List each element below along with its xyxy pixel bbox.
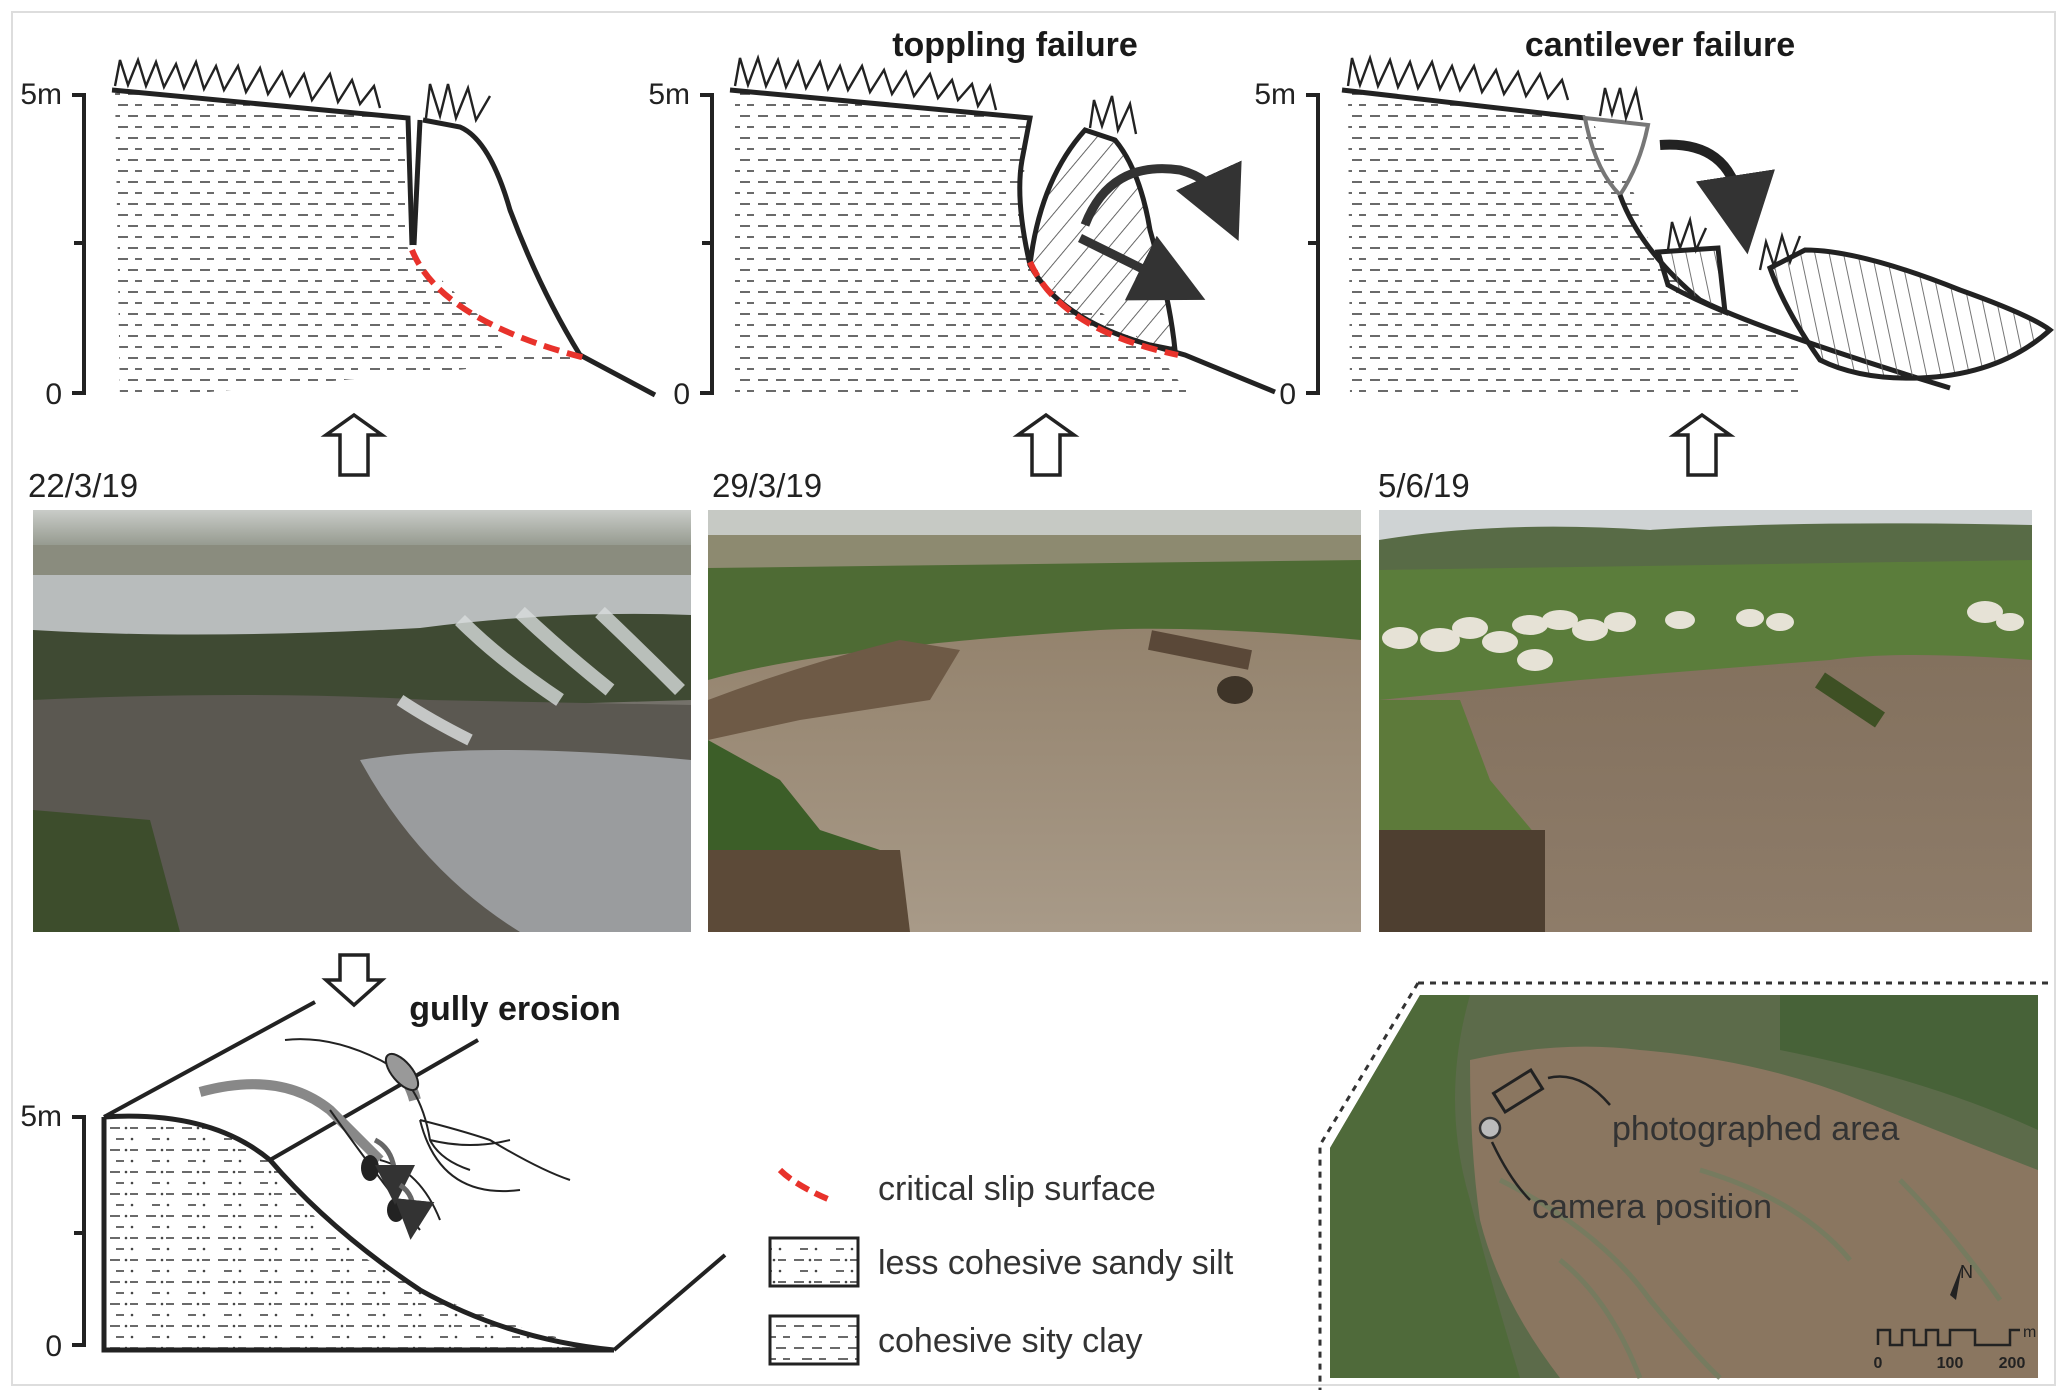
scale-unit: m	[2023, 1324, 2036, 1341]
panel-3-axis-bottom: 0	[1279, 378, 1296, 411]
panel-1-grass	[113, 56, 492, 124]
scale-tick-0: 0	[1874, 1355, 1883, 1372]
gully-axis-top: 5m	[20, 1100, 62, 1133]
photographed-area-marker	[1491, 1067, 1545, 1115]
panel-1-axis-top: 5m	[20, 78, 62, 111]
panel-2-date: 29/3/19	[712, 467, 822, 504]
up-arrow-3	[1668, 412, 1736, 477]
panel-3-grass	[1346, 54, 1802, 271]
camera-position-marker	[1478, 1116, 1502, 1140]
panel-3-axis-top: 5m	[1254, 78, 1296, 111]
photo-3	[1379, 510, 2032, 932]
panel-2-axis-top: 5m	[648, 78, 690, 111]
scale-bar: m 0 100 200	[1874, 1324, 2037, 1372]
gully-title: gully erosion	[409, 990, 621, 1028]
figure-border	[11, 11, 2056, 1386]
panel-2-rotation-arrow	[1080, 160, 1242, 241]
panel-2-slip-surface	[1027, 260, 1179, 358]
panel-1-axis: 5m 0	[20, 78, 86, 411]
sheep-group	[1382, 601, 2024, 671]
map-photographed-label: photographed area	[1612, 1110, 1899, 1148]
scale-tick-200: 200	[1999, 1355, 2026, 1372]
legend-item-clay: cohesive sity clay	[768, 1314, 1143, 1366]
panel-2-slide-arrow	[1078, 233, 1206, 301]
up-arrow-1	[320, 412, 388, 477]
legend-sandy-label: less cohesive sandy silt	[878, 1244, 1234, 1282]
panel-2-title: toppling failure	[892, 26, 1138, 64]
photo-1	[33, 510, 691, 932]
panel-2-axis: 5m 0	[648, 78, 714, 411]
panel-3-title: cantilever failure	[1525, 26, 1795, 64]
down-arrow	[321, 953, 387, 1008]
panel-3-axis: 5m 0	[1254, 78, 1320, 411]
scale-tick-100: 100	[1937, 1355, 1964, 1372]
panel-3-large-block	[1766, 247, 2054, 381]
panel-1-axis-bottom: 0	[45, 378, 62, 411]
gully-channels	[198, 1038, 571, 1240]
north-label: N	[1960, 1262, 1973, 1282]
panel-1-bank	[115, 90, 590, 400]
panel-3-diagram: cantilever failure 5m 0	[1254, 26, 2054, 411]
panel-1-date: 22/3/19	[28, 467, 138, 504]
panel-3-fall-arrow	[1659, 139, 1775, 255]
panel-2-grass	[733, 54, 1138, 135]
legend-item-sandy: less cohesive sandy silt	[768, 1236, 1234, 1288]
site-map: photographed area camera position N m 0 …	[1318, 981, 2052, 1390]
legend-slip-label: critical slip surface	[878, 1170, 1156, 1208]
up-arrow-2	[1012, 412, 1080, 477]
gully-axis: 5m 0	[20, 1100, 86, 1363]
legend-clay-label: cohesive sity clay	[878, 1322, 1143, 1360]
panel-3-date: 5/6/19	[1378, 467, 1470, 504]
panel-2-axis-bottom: 0	[673, 378, 690, 411]
panel-1-slip-surface	[409, 248, 586, 361]
panel-2-diagram: toppling failure 5m 0	[648, 26, 1276, 411]
legend-item-slip: critical slip surface	[777, 1167, 1156, 1208]
photo-2	[708, 510, 1361, 932]
map-camera-label: camera position	[1532, 1188, 1772, 1226]
north-arrow-icon: N	[1950, 1262, 1973, 1300]
gully-diagram: gully erosion 5m 0	[20, 990, 727, 1363]
legend: critical slip surface less cohesive sand…	[768, 1167, 1234, 1366]
panel-1-diagram: 5m 0	[20, 56, 657, 411]
gully-front-face	[104, 1117, 610, 1350]
panel-3-small-block	[1654, 245, 1728, 316]
gully-axis-bottom: 0	[45, 1330, 62, 1363]
